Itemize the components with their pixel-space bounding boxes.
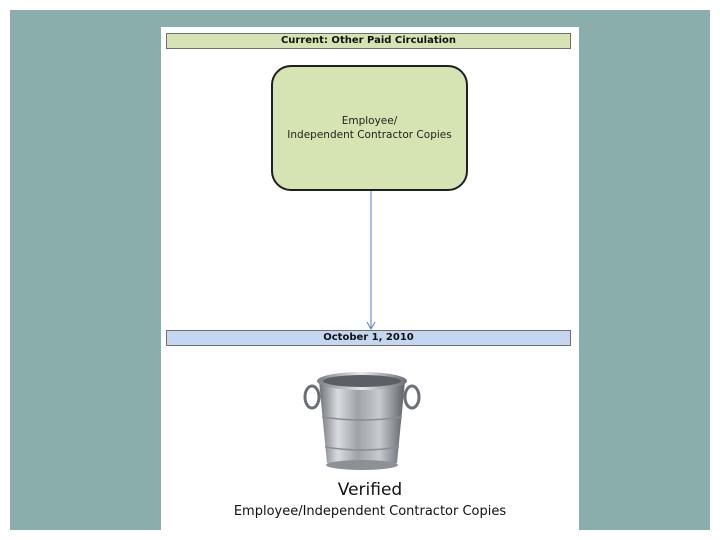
result-subtitle: Employee/Independent Contractor Copies xyxy=(233,504,507,519)
ice-bucket-icon xyxy=(303,372,421,470)
result-title: Verified xyxy=(337,480,403,500)
current-status-bar: Current: Other Paid Circulation xyxy=(166,33,571,49)
flow-arrow xyxy=(366,191,376,331)
source-node-line2: Independent Contractor Copies xyxy=(287,129,452,141)
date-bar: October 1, 2010 xyxy=(166,330,571,346)
diagram-panel: Current: Other Paid Circulation Employee… xyxy=(161,27,579,532)
source-node-line1: Employee/ xyxy=(341,115,398,127)
date-label: October 1, 2010 xyxy=(323,332,414,343)
slide-background: Current: Other Paid Circulation Employee… xyxy=(10,10,710,532)
source-node: Employee/ Independent Contractor Copies xyxy=(271,65,468,191)
current-status-label: Current: Other Paid Circulation xyxy=(280,35,457,46)
